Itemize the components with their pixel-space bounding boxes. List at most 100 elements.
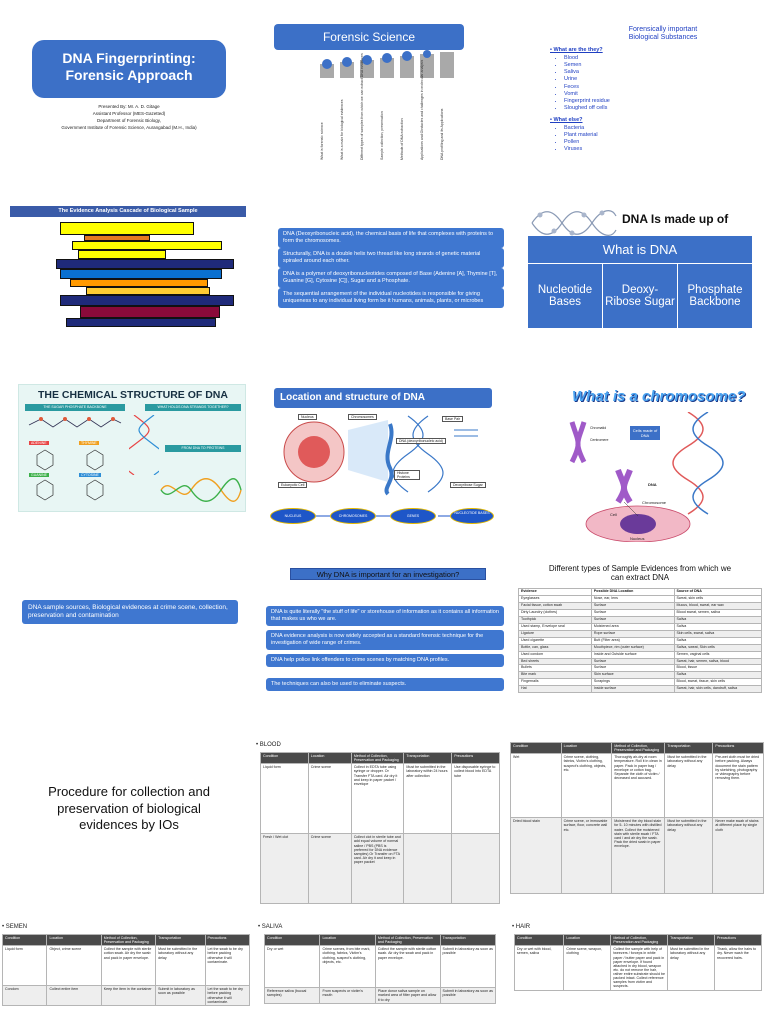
list-item: Viruses (564, 146, 598, 153)
column-header: Condition (1, 933, 48, 947)
flow-nucleotide-bases: NUCLEOTIDE BASES (450, 508, 494, 524)
table-row: Reference saliva (buccal samples)From su… (263, 987, 497, 1004)
title-line-2: can extract DNA (610, 573, 670, 582)
column-header: Transportation (664, 741, 714, 755)
title-line-1: Forensically important (628, 26, 698, 33)
column-header: Precautions (204, 933, 250, 947)
evidence-table: Evidence Possible DNA Location Source of… (518, 588, 762, 694)
slide-title: Forensically important Biological Substa… (578, 26, 748, 43)
list-item: Bacteria (564, 125, 598, 132)
infographic-title: THE CHEMICAL STRUCTURE OF DNA (38, 389, 228, 401)
label-base-pair: Base Pair (442, 416, 464, 422)
slide-sample-sources: DNA sample sources, Biological evidences… (8, 558, 250, 730)
base-label-adenine: ADENINE (29, 441, 49, 445)
presenter-line: Department of Forensic Biology, (97, 117, 161, 123)
column-header: Location (307, 751, 352, 765)
slide-title: Location and structure of DNA (274, 388, 492, 408)
bullet-heading: • HAIR (512, 924, 531, 930)
label-eukaryotic-cell: Eukaryotic Cell (278, 482, 308, 488)
column-header: Precautions (714, 933, 762, 947)
label-chromosome: Chromosome (642, 500, 667, 505)
column-header: Precautions (451, 751, 500, 765)
topic-label: Sample collection, preservation (380, 111, 384, 160)
column-header: Location (46, 933, 102, 947)
base-molecules-icon (36, 449, 104, 501)
presenter-info: Presented By: Mr. A. D. Gitage Assistant… (18, 104, 240, 132)
slide-title: The Evidence Analysis Cascade of Biologi… (10, 206, 246, 217)
label-centromere: Centromere (590, 438, 609, 442)
slide-blood-stains: Condition Location Method of Collection,… (510, 738, 764, 910)
column-header: Source of DNA (673, 588, 762, 596)
slide-title: Different types of Sample Evidences from… (518, 564, 762, 582)
strands-header: WHAT HOLDS DNA STRANDS TOGETHER? (145, 404, 241, 411)
slide-forensic-science: Forensic Science What is forensic scienc… (262, 10, 506, 182)
column-header: Transportation (403, 751, 453, 765)
label-cells-made-of-dna: Cells made of DNA (630, 426, 660, 440)
list-item: Urine (564, 76, 610, 83)
label-dna: DNA (648, 482, 657, 487)
stair-diagram (320, 50, 454, 78)
label-chromatid: Chromatid (590, 426, 607, 430)
flow-genes: GENES (390, 508, 436, 524)
list-item: Plant material (564, 132, 598, 139)
slide-chemical-structure: THE CHEMICAL STRUCTURE OF DNA THE SUGAR … (8, 378, 250, 550)
reason-para: DNA is quite literally "the stuff of lif… (266, 606, 504, 626)
column-header: Condition (513, 933, 565, 947)
cascade-bar (56, 259, 234, 269)
component-nucleotide-bases: Nucleotide Bases (528, 264, 603, 328)
column-header: Evidence (518, 588, 592, 596)
reason-para: DNA evidence analysis is now widely acce… (266, 630, 504, 650)
cascade-bar (84, 235, 150, 241)
saliva-table: Condition Location Method of Collection,… (263, 933, 497, 1004)
label-nucleus: Nucleus (298, 414, 317, 420)
question-what-else: • What else? (550, 117, 583, 123)
cascade-bar (86, 287, 210, 295)
cell-diagram (283, 415, 478, 496)
bullet-heading: • SEMEN (2, 924, 28, 930)
heading-line-3: evidences by IOs (79, 817, 179, 833)
presenter-line: Government Institute of Forensic Science… (61, 124, 197, 130)
heading-line-1: Procedure for collection and (48, 784, 210, 799)
column-header: Method of Collection, Preservation and P… (611, 741, 666, 755)
protein-helix-icon (160, 478, 242, 502)
slide-blood: • BLOOD Condition Location Method of Col… (256, 738, 502, 910)
column-header: Method of Collection, Preservation and P… (100, 933, 157, 947)
section-heading: DNA sample sources, Biological evidences… (22, 600, 238, 625)
bullet-heading: • SALIVA (258, 924, 283, 930)
what-is-dna-banner: What is DNA (528, 236, 752, 264)
cascade-bar (60, 295, 234, 306)
list-item: Saliva (564, 69, 610, 76)
slide-title: What is a chromosome? (572, 388, 746, 405)
label-sugar: Deoxyribose Sugar (450, 482, 486, 488)
topic-label: DNA profiling and its Applications (440, 108, 444, 160)
cascade-bar (70, 279, 208, 287)
title-banner: DNA Fingerprinting: Forensic Approach (32, 40, 226, 98)
topic-label: What is forensic science (320, 122, 324, 160)
column-header: Condition (263, 933, 321, 947)
slide-title: Why DNA is important for an investigatio… (290, 568, 486, 580)
slide-dna-made-of: DNA Is made up of What is DNA Nucleotide… (518, 198, 762, 370)
list-item: Vomit (564, 91, 610, 98)
definition-para: DNA is a polymer of deoxyribonucleotides… (278, 268, 504, 288)
base-label-thymine: THYMINE (79, 441, 99, 445)
list-item: Fingerprint residue (564, 98, 610, 105)
label-dna: DNA (deoxyribonucleic acid) (396, 438, 446, 444)
slide-saliva: • SALIVA Condition Location Method of Co… (256, 918, 502, 1024)
title-line-1: Different types of Sample Evidences from… (548, 564, 732, 573)
semen-table: Condition Location Method of Collection,… (1, 933, 250, 1006)
column-header: Condition (260, 751, 309, 765)
title-line-2: Biological Substances (628, 34, 698, 42)
flow-chromosomes: CHROMOSOMES (330, 508, 376, 524)
list-item: Semen (564, 62, 610, 69)
